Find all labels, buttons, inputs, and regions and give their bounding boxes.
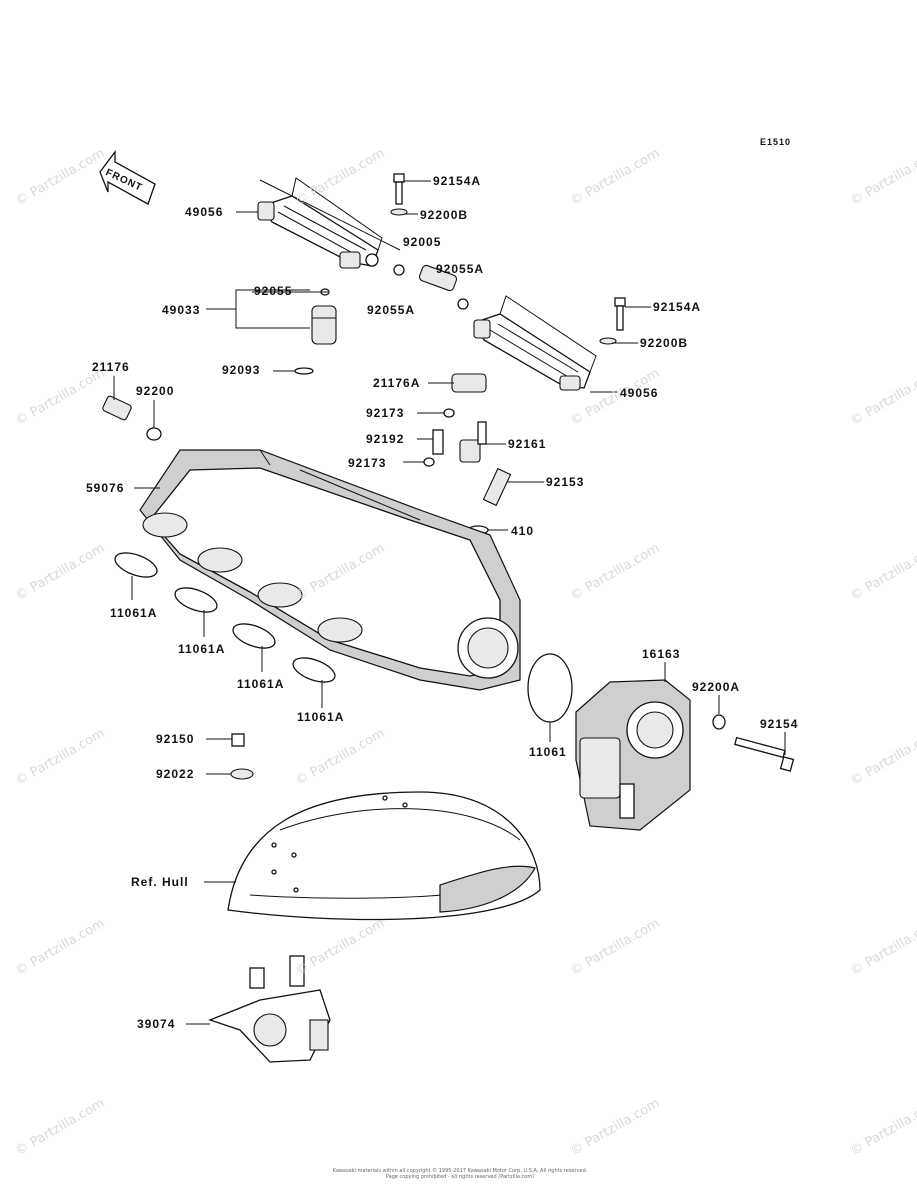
part-label-92200B[interactable]: 92200B xyxy=(640,336,689,350)
part-label-92192[interactable]: 92192 xyxy=(366,432,405,446)
fuel-rail-right xyxy=(473,295,597,391)
part-label-21176A[interactable]: 21176A xyxy=(373,376,421,390)
part-label-39074[interactable]: 39074 xyxy=(137,1017,176,1031)
part-label-92022[interactable]: 92022 xyxy=(156,767,195,781)
fuel-injector-center xyxy=(393,264,469,310)
ref-hull-label: Ref. Hull xyxy=(131,875,189,889)
part-label-59076[interactable]: 59076 xyxy=(86,481,125,495)
leader-lines xyxy=(113,179,786,1025)
part-label-92200[interactable]: 92200 xyxy=(136,384,175,398)
part-label-92154A[interactable]: 92154A xyxy=(433,174,482,188)
part-label-92173[interactable]: 92173 xyxy=(348,456,387,470)
bracket-39074 xyxy=(208,955,331,1063)
part-label-11061A[interactable]: 11061A xyxy=(110,606,158,620)
part-label-11061A[interactable]: 11061A xyxy=(237,677,285,691)
part-label-92154[interactable]: 92154 xyxy=(760,717,799,731)
intake-manifold xyxy=(139,449,521,691)
part-label-92055[interactable]: 92055 xyxy=(254,284,293,298)
front-arrow-icon xyxy=(99,150,156,205)
part-label-92055A[interactable]: 92055A xyxy=(367,303,416,317)
part-label-92153[interactable]: 92153 xyxy=(546,475,585,489)
gaskets-11061A xyxy=(114,552,336,683)
bolt-92154A-right xyxy=(599,297,626,345)
part-label-92150[interactable]: 92150 xyxy=(156,732,195,746)
part-label-11061[interactable]: 11061 xyxy=(529,745,567,759)
footer-line-2: Page copying prohibited - all rights res… xyxy=(385,1174,535,1180)
gasket-11061 xyxy=(527,653,573,723)
sensor-21176 xyxy=(102,395,162,441)
part-label-92154A[interactable]: 92154A xyxy=(653,300,702,314)
part-label-49033[interactable]: 49033 xyxy=(162,303,201,317)
hull-reference xyxy=(227,791,541,921)
part-label-92005[interactable]: 92005 xyxy=(403,235,442,249)
throttle-body xyxy=(575,679,795,831)
footer-copyright: Kawasaki materials within all copyright … xyxy=(330,1168,590,1180)
bolt-92154A-top xyxy=(390,173,408,216)
part-label-11061A[interactable]: 11061A xyxy=(178,642,226,656)
fuel-injector-49033 xyxy=(294,288,337,375)
part-label-16163[interactable]: 16163 xyxy=(642,647,681,661)
part-label-21176[interactable]: 21176 xyxy=(92,360,130,374)
part-label-49056[interactable]: 49056 xyxy=(185,205,224,219)
diagram-code: E1510 xyxy=(760,137,792,147)
part-label-92200A[interactable]: 92200A xyxy=(692,680,741,694)
part-label-410[interactable]: 410 xyxy=(511,524,535,538)
part-label-92200B[interactable]: 92200B xyxy=(420,208,469,222)
part-label-92173[interactable]: 92173 xyxy=(366,406,405,420)
part-label-92093[interactable]: 92093 xyxy=(222,363,261,377)
sensor-21176A xyxy=(423,373,512,535)
part-label-92161[interactable]: 92161 xyxy=(508,437,547,451)
part-label-11061A[interactable]: 11061A xyxy=(297,710,345,724)
part-label-49056[interactable]: 49056 xyxy=(620,386,659,400)
part-label-92055A[interactable]: 92055A xyxy=(436,262,485,276)
fuel-rail-left xyxy=(257,177,383,269)
bolt-92150 xyxy=(230,733,254,780)
footer-line-1: Kawasaki materials within all copyright … xyxy=(332,1168,588,1174)
